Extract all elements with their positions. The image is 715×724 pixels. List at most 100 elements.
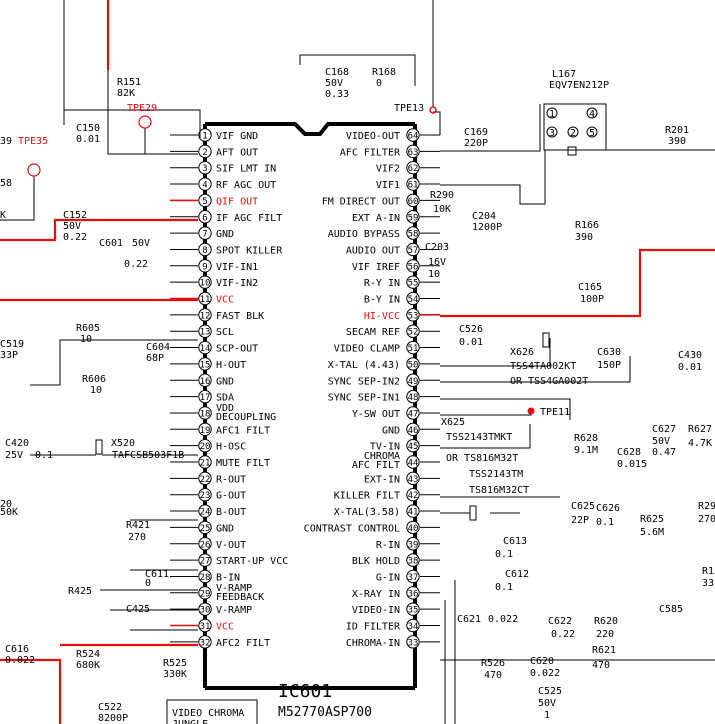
right-pin-55: 55R-Y IN [364, 275, 440, 289]
component-label: TPE13 [394, 103, 424, 114]
component-label: K [0, 210, 6, 221]
component-label: R628 [574, 433, 598, 444]
component-label: 0 [376, 78, 382, 89]
component-label: 0.1 [495, 549, 513, 560]
component-label: C630 [597, 347, 621, 358]
left-pin-8: 8 SPOT KILLER [170, 242, 283, 256]
component-label: R525 [163, 658, 187, 669]
component-label: 25V [5, 450, 23, 461]
component-label: C150 [76, 123, 100, 134]
pin-label: EXT-IN [364, 474, 400, 485]
pin-label: HI-VCC [364, 311, 400, 322]
pin-number: 32 [200, 638, 211, 648]
pin-label: ID FILTER [346, 622, 401, 633]
pin-label: SCP-OUT [216, 344, 258, 355]
pin-label: AFC FILTER [340, 147, 401, 158]
component-label: C625 [571, 501, 595, 512]
pin-label: V-RAMP [216, 605, 252, 616]
component-label: R620 [594, 616, 618, 627]
pin-label: FAST BLK [216, 311, 264, 322]
pin-label: SCL [216, 327, 234, 338]
pin-number: 39 [408, 540, 419, 550]
pin-label: B-OUT [216, 507, 246, 518]
component-label: C622 [548, 616, 572, 627]
pin-label: GND [382, 425, 400, 436]
right-pin-37: 37G-IN [376, 569, 440, 583]
pin-label: SIF LMT IN [216, 164, 276, 175]
pin-label: Y-SW OUT [352, 409, 400, 420]
pin-label: VIF-IN2 [216, 278, 258, 289]
component-label: C616 [5, 644, 29, 655]
pin-number: 7 [202, 230, 207, 240]
component-label: C611 [145, 569, 169, 580]
pin-number: 38 [408, 557, 419, 567]
component-label: C604 [146, 342, 170, 353]
component-label: 10 [80, 334, 92, 345]
pin-number: 12 [200, 311, 211, 321]
l167-pin3: 3 [549, 128, 555, 139]
component-label: 10 [90, 385, 102, 396]
pin-label: CHROMA [364, 451, 400, 462]
pin-label: R-Y IN [364, 278, 400, 289]
ic-body [203, 122, 417, 690]
component-label: R625 [640, 514, 664, 525]
pin-number: 29 [200, 589, 211, 599]
component-label: X626 [510, 347, 534, 358]
component-label: TSS2143TM [469, 469, 523, 480]
component-label: 0.022 [530, 668, 560, 679]
component-label: C525 [538, 686, 562, 697]
component-label: 390 [575, 232, 593, 243]
component-label: C626 [596, 503, 620, 514]
pin-number: 59 [408, 213, 419, 223]
pin-number: 43 [408, 475, 419, 485]
pin-number: 52 [408, 328, 419, 338]
pin-label: SPOT KILLER [216, 245, 283, 256]
tpe35-point [27, 163, 41, 177]
pin-number: 54 [408, 295, 419, 305]
pin-number: 8 [202, 246, 207, 256]
component-label: 22P [571, 515, 589, 526]
component-label: 0.015 [617, 459, 647, 470]
pin-label: VCC [216, 295, 234, 306]
component-label: 0.47 [652, 447, 676, 458]
pin-number: 36 [408, 589, 419, 599]
component-label: 0 [145, 578, 151, 589]
pin-label: B-IN [216, 572, 240, 583]
ic-part-number: M52770ASP700 [278, 705, 372, 720]
pin-number: 9 [202, 262, 207, 272]
component-label: TPE11 [540, 407, 570, 418]
pin-label: AFC1 FILT [216, 425, 270, 436]
component-label: R151 [117, 77, 141, 88]
pin-number: 16 [200, 377, 211, 387]
pin-number: 27 [200, 557, 211, 567]
component-label: 0.33 [325, 89, 349, 100]
pin-label: GND [216, 229, 234, 240]
component-label: 50V [538, 698, 556, 709]
pin-number: 64 [408, 132, 419, 142]
right-pin-36: 36X-RAY IN [352, 586, 440, 600]
x-tal-crystal [469, 505, 477, 521]
component-label: 5.6M [640, 527, 664, 538]
component-label: 9.1M [574, 445, 598, 456]
component-label: C526 [459, 324, 483, 335]
pin-number: 18 [200, 409, 211, 419]
pin-number: 30 [200, 606, 211, 616]
component-label: C612 [505, 569, 529, 580]
component-label: C152 [63, 210, 87, 221]
pin-number: 15 [200, 360, 211, 370]
